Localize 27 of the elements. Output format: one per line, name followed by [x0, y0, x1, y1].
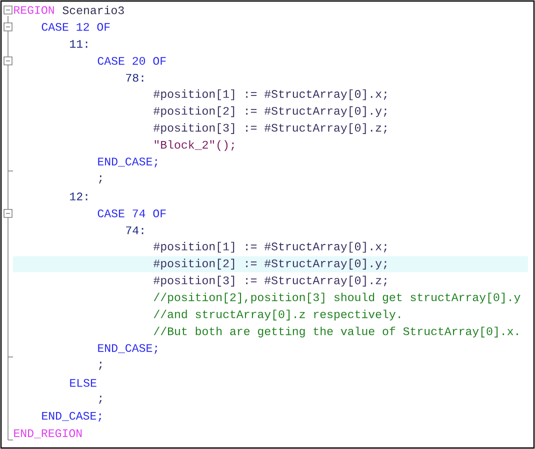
- code-line: #position[2] := #StructArray[0].y;: [154, 106, 386, 118]
- code-line: ;: [99, 362, 102, 370]
- code-line: END_CASE;: [98, 344, 158, 354]
- code-line: #position[1] := #StructArray[0].x;: [154, 89, 386, 100]
- code-line: ;: [99, 175, 102, 184]
- code-line: END_REGION: [14, 429, 82, 438]
- code-line: END_CASE;: [42, 412, 102, 422]
- code-line: CASE 20 OF: [98, 56, 166, 65]
- code-line: #position[1] := #StructArray[0].x;: [154, 242, 386, 253]
- code-line: 12:: [70, 192, 88, 200]
- code-line: CASE 12 OF: [42, 22, 110, 31]
- code-line: ELSE: [70, 378, 96, 387]
- code-line: #position[2] := #StructArray[0].y;: [154, 258, 386, 270]
- code-line: #position[3] := #StructArray[0].z;: [154, 276, 386, 287]
- code-comment: //position[2],position[3] should get structArray[0].y: [154, 292, 520, 304]
- region-name: Scenario3: [62, 6, 124, 14]
- code-line: ;: [99, 396, 102, 404]
- code-line: #position[3] := #StructArray[0].z;: [154, 123, 386, 134]
- region-keyword: REGION: [14, 6, 54, 14]
- code-line: CASE 74 OF: [98, 209, 166, 218]
- code-comment: //and structArray[0].z respectively.: [154, 310, 400, 320]
- code-comment: //But both are getting the value of StructArray[0].x.: [154, 326, 518, 338]
- code-line: "Block_2"();: [154, 140, 234, 151]
- code-line: 11:: [70, 40, 88, 48]
- code-line: 74:: [126, 226, 144, 234]
- code-line: 78:: [126, 74, 144, 82]
- code-line: END_CASE;: [98, 158, 158, 168]
